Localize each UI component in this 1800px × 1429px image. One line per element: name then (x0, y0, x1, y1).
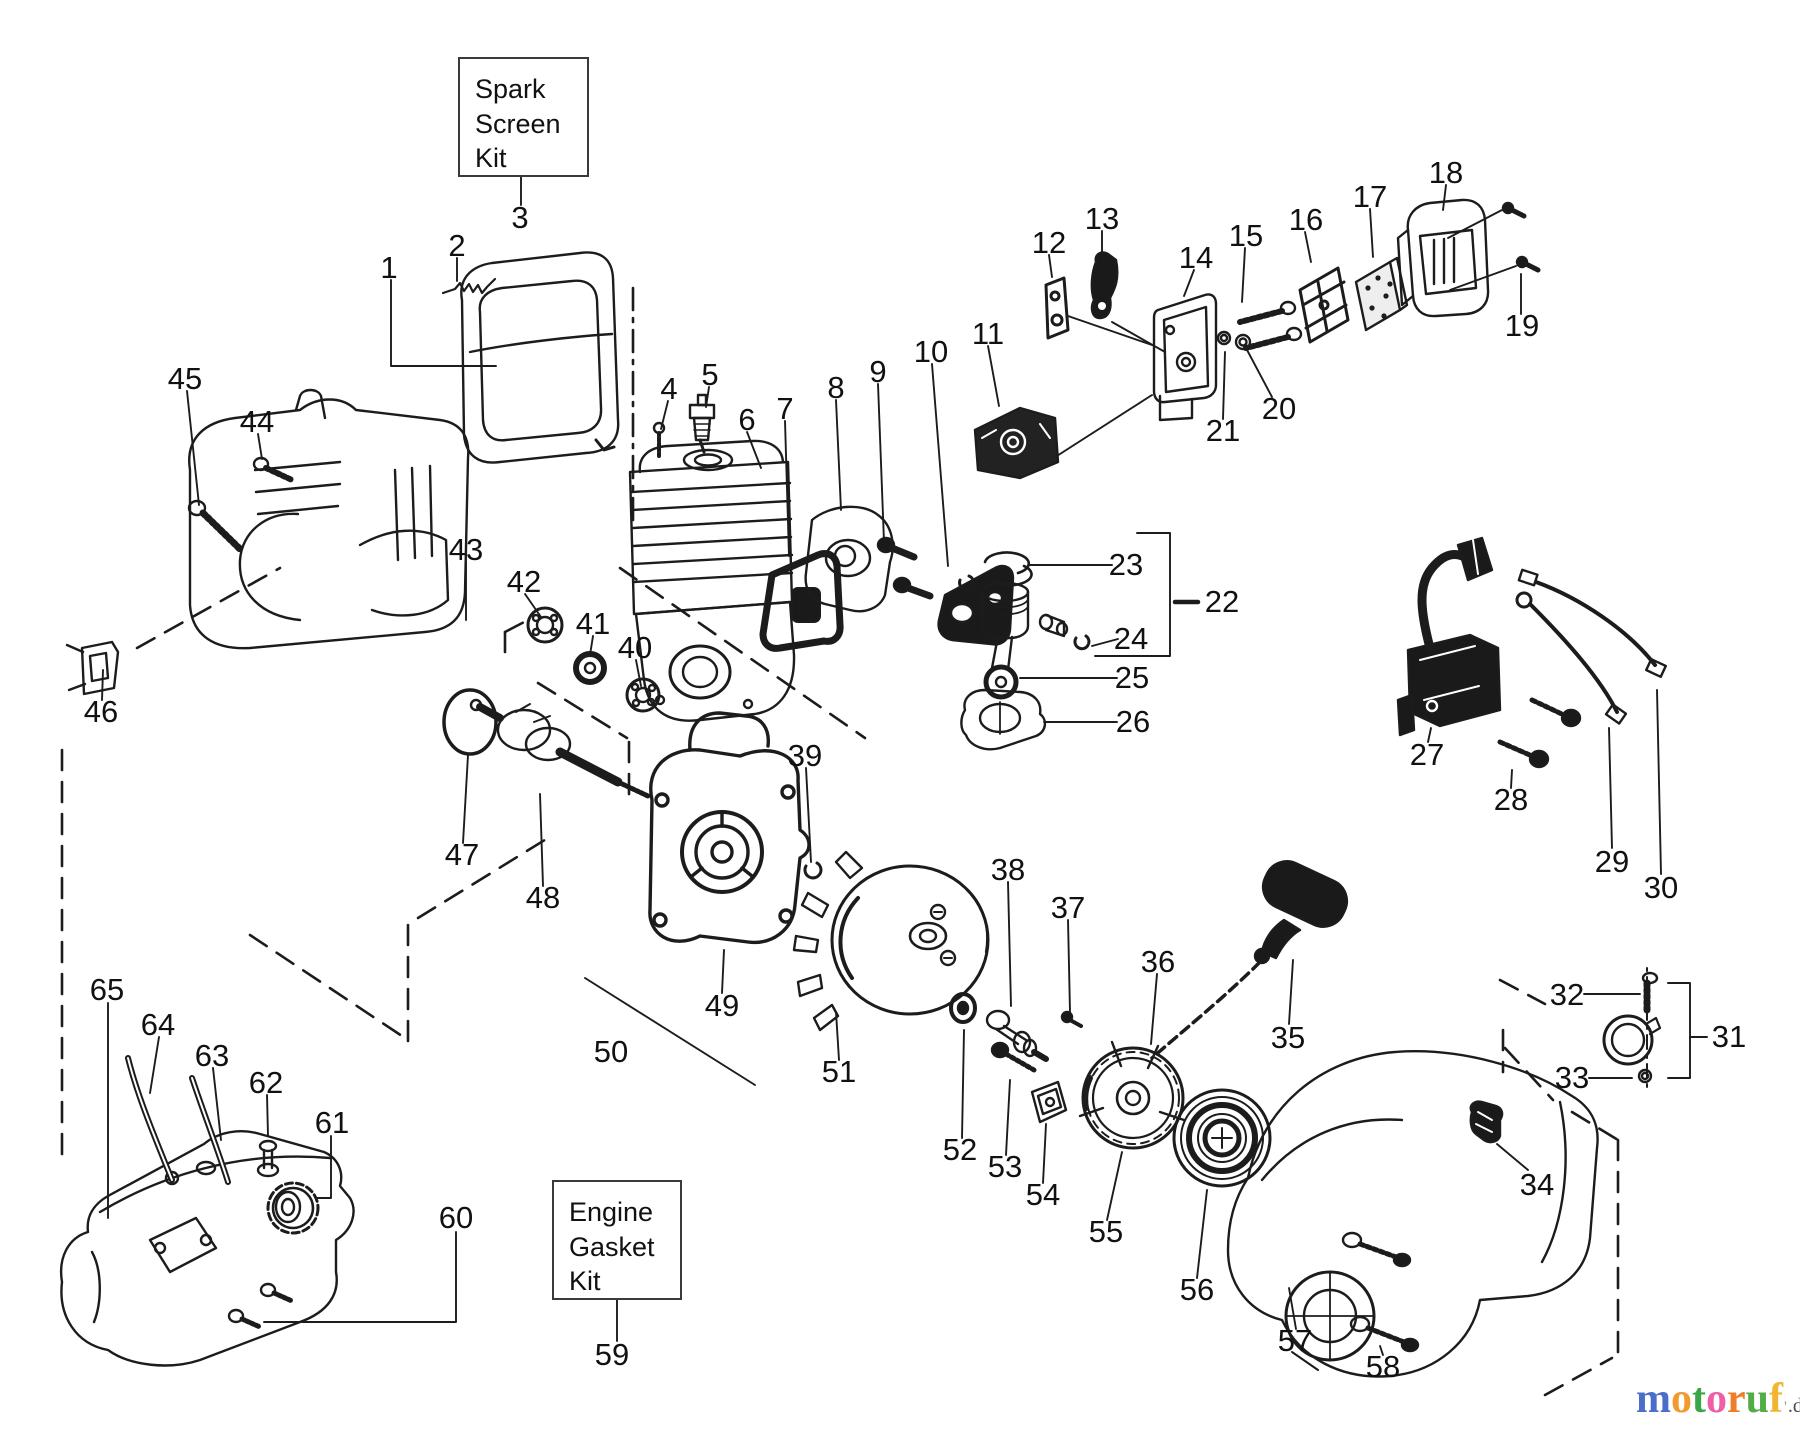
intake-boot (804, 505, 894, 613)
crankcase-clip (803, 861, 823, 880)
muffler-spring (441, 277, 497, 295)
spark-screen-kit-box: Spark Screen Kit (458, 57, 589, 177)
piston-assembly (958, 551, 1091, 751)
leader-lines (101, 176, 1708, 1356)
airfilter-cover (1396, 198, 1490, 318)
boot-screws (876, 536, 934, 600)
starter-spring-case (1172, 1088, 1272, 1188)
watermark-suffix: .de (1787, 1395, 1800, 1417)
housing-bolts (1341, 1231, 1420, 1353)
kit-line: Screen (475, 108, 561, 139)
watermark-letter: u (1745, 1376, 1770, 1422)
throttle-clamp (1602, 971, 1662, 1084)
tank-screws (227, 1282, 295, 1330)
watermark-letter: o (1671, 1376, 1692, 1422)
fuel-lines (125, 1055, 231, 1185)
fuel-grommet (256, 1139, 280, 1178)
ignition-wires (1515, 568, 1667, 725)
engine-gasket-kit-box: Engine Gasket Kit (552, 1180, 682, 1300)
airbox-gasket (1044, 276, 1070, 340)
cover-screws (1501, 201, 1541, 273)
crankshaft (469, 698, 651, 799)
pawl-hardware (949, 992, 1083, 1124)
kit-line: Engine (569, 1197, 654, 1227)
starter-pulley (1078, 1040, 1186, 1150)
muffler (460, 251, 620, 464)
crank-oring (442, 688, 498, 756)
starter-housing (1226, 1050, 1599, 1378)
watermark-letter: m (1636, 1376, 1671, 1422)
kit-line: Kit (475, 143, 507, 174)
shroud-clip (65, 640, 120, 696)
coil-screws (1497, 697, 1582, 769)
boundary-dashes (60, 286, 1648, 1397)
airfilter-base (1152, 293, 1218, 422)
kit-line: Kit (569, 1266, 601, 1297)
cylinder (628, 439, 796, 722)
ignition-coil (1396, 536, 1502, 737)
crankcase (648, 711, 811, 945)
kit-line: Spark (475, 74, 546, 104)
wire-clip (1469, 1100, 1504, 1144)
starter-handle (1253, 860, 1349, 965)
watermark-letter: t (1692, 1376, 1706, 1422)
flywheel (792, 850, 990, 1032)
watermark-letter: r (1727, 1376, 1746, 1422)
watermark-tick: ' (1784, 1399, 1787, 1416)
shroud-screws (187, 456, 295, 553)
cylinder-screw (652, 421, 666, 460)
choke-lever (1090, 251, 1119, 320)
watermark-letter: f (1769, 1376, 1784, 1422)
carb-gasket (937, 564, 1015, 646)
watermark-letter: o (1706, 1376, 1727, 1422)
carburetor (973, 406, 1060, 480)
kit-line: Gasket (569, 1231, 655, 1262)
engine-shroud (188, 388, 470, 650)
filter-foam (1354, 256, 1409, 332)
spark-plug (688, 393, 716, 454)
filter-plate (1298, 266, 1350, 344)
fuel-tank (59, 1130, 355, 1367)
starter-rope (1150, 960, 1262, 1060)
bearings (526, 606, 661, 713)
fuel-cap (266, 1181, 320, 1235)
airfilter-screws (1216, 300, 1303, 351)
